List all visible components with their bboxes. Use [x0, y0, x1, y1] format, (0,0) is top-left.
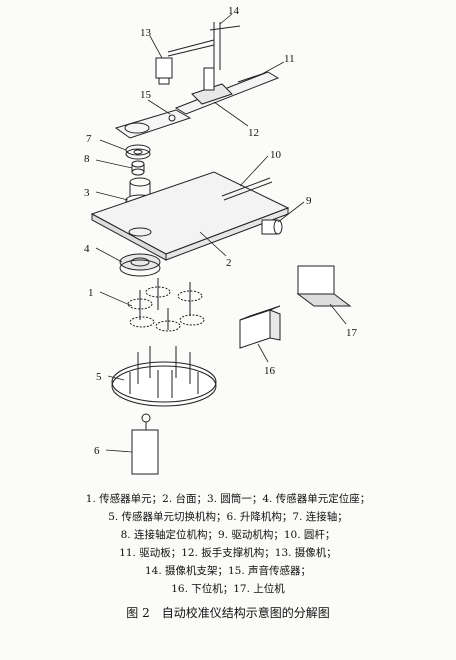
legend-line-2: 5. 传感器单元切换机构；6. 升降机构；7. 连接轴；: [108, 511, 348, 523]
locating-seat: [119, 253, 161, 277]
part-number-13: 13: [140, 27, 152, 39]
leader-lines: [95, 13, 347, 453]
part-number-8: 8: [84, 153, 90, 165]
lower-machine: [239, 305, 281, 349]
camera-stand: [167, 22, 241, 70]
part-number-1: 1: [88, 287, 94, 299]
camera: [155, 57, 173, 85]
shaft-positioner: [131, 160, 145, 176]
connecting-shaft: [125, 144, 151, 160]
part-number-10: 10: [270, 149, 282, 161]
part-number-9: 9: [306, 195, 312, 207]
legend-line-3: 8. 连接轴定位机构；9. 驱动机构；10. 圆杆；: [120, 529, 336, 541]
drive: [261, 219, 283, 235]
sound-sensor-arm: [114, 109, 192, 139]
figure-title: 图 2 自动校准仪结构示意图的分解图: [126, 606, 330, 620]
part-number-7: 7: [86, 133, 92, 145]
sensor-gears: [127, 278, 205, 332]
lift: [131, 413, 159, 475]
part-number-6: 6: [94, 445, 100, 457]
legend-line-5: 14. 摄像机支架；15. 声音传感器；: [144, 565, 312, 577]
part-number-15: 15: [140, 89, 152, 101]
part-number-4: 4: [84, 243, 90, 255]
switching-disc: [111, 346, 217, 407]
legend-line-1: 1. 传感器单元；2. 台面；3. 圆筒一；4. 传感器单元定位座；: [85, 493, 371, 505]
part-number-16: 16: [264, 365, 276, 377]
caption-area: 1. 传感器单元；2. 台面；3. 圆筒一；4. 传感器单元定位座； 5. 传感…: [0, 490, 456, 621]
part-number-3: 3: [84, 187, 90, 199]
part-number-2: 2: [226, 257, 232, 269]
part-number-17: 17: [346, 327, 358, 339]
part-number-14: 14: [228, 5, 240, 17]
wrench-support: [191, 67, 233, 105]
upper-machine: [296, 265, 352, 307]
part-number-11: 11: [284, 53, 295, 65]
part-number-5: 5: [96, 371, 102, 383]
legend-line-6: 16. 下位机；17. 上位机: [171, 583, 285, 595]
legend-line-4: 11. 驱动板；12. 扳手支撑机构；13. 摄像机；: [119, 547, 337, 559]
table-top: [90, 171, 290, 261]
exploded-diagram: 14 13 11 12 15 7 8 3 10 9 2 4 1 5 6 16 1…: [84, 5, 358, 475]
part-number-12: 12: [248, 127, 259, 139]
